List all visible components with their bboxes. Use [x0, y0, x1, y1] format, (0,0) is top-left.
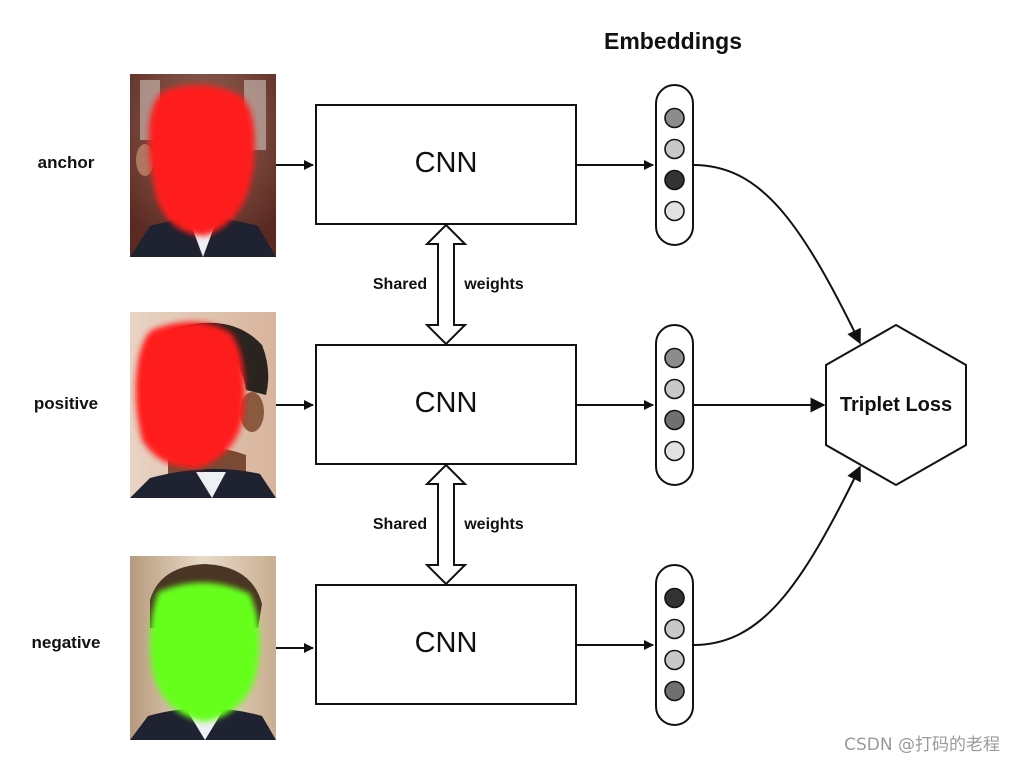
triplet-loss-node	[825, 323, 967, 487]
triplet-loss-label: Triplet Loss	[840, 394, 952, 416]
embeddings-title: Embeddings	[604, 28, 742, 54]
anchor-face-image	[130, 74, 276, 257]
positive-embedding-unit	[664, 347, 685, 369]
shared-weights-arrow-2	[424, 463, 468, 586]
negative-embedding-unit	[664, 649, 685, 671]
anchor-embedding-unit	[664, 107, 685, 129]
anchor-embedding-unit	[664, 138, 685, 160]
negative-label: negative	[32, 633, 101, 652]
anchor-embedding-unit	[664, 169, 685, 191]
weights-label-2: weights	[463, 516, 524, 533]
anchor-to-loss-connector	[692, 164, 861, 345]
weights-label-1: weights	[463, 276, 524, 293]
positive-embedding-vector	[655, 324, 694, 486]
negative-embedding-vector	[655, 564, 694, 726]
shared-label-1: Shared	[373, 276, 427, 293]
positive-embedding-unit	[664, 378, 685, 400]
anchor-embedding-vector	[655, 84, 694, 246]
shared-weights-arrow-1	[424, 223, 468, 346]
positive-embedding-unit	[664, 440, 685, 462]
positive-label: positive	[34, 394, 98, 413]
shared-label-2: Shared	[373, 516, 427, 533]
positive-cnn-label: CNN	[415, 387, 478, 419]
negative-embedding-unit	[664, 587, 685, 609]
anchor-label: anchor	[38, 153, 95, 172]
anchor-embedding-unit	[664, 200, 685, 222]
negative-to-loss-connector	[692, 465, 861, 646]
negative-embedding-unit	[664, 680, 685, 702]
positive-embedding-unit	[664, 409, 685, 431]
positive-cnn-box	[315, 344, 577, 465]
negative-cnn-label: CNN	[415, 627, 478, 659]
watermark: CSDN @打码的老程	[844, 735, 1000, 755]
anchor-cnn-label: CNN	[415, 147, 478, 179]
negative-embedding-unit	[664, 618, 685, 640]
positive-face-image	[130, 312, 276, 498]
negative-face-image	[130, 556, 276, 740]
